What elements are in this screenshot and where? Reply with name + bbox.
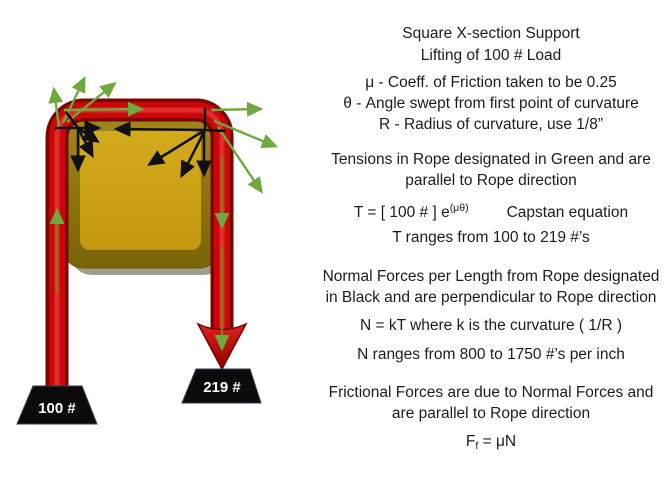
weight-left-label: 100 # [38, 400, 76, 417]
tension-note-line-2: parallel to Rope direction [405, 172, 577, 189]
definition-mu: μ - Coeff. of Friction taken to be 0.25 [365, 74, 617, 91]
tension-fan-top-right [210, 101, 279, 194]
tension-arrow-icon [213, 119, 279, 148]
tension-arrow-icon [66, 81, 117, 123]
normal-arrow-icon [147, 128, 206, 166]
annotation-column: Square X-section Support Lifting of 100 … [316, 0, 666, 500]
title-line-2: Lifting of 100 # Load [420, 47, 562, 64]
normal-note-line-1: Normal Forces per Length from Rope desig… [322, 268, 660, 285]
weight-left: 100 # [16, 385, 98, 425]
normal-arrow-icon [77, 126, 100, 143]
tension-arrows-along-rope [49, 101, 230, 352]
capstan-equation-exponent: (μθ) [449, 202, 469, 214]
capstan-equation-label: Capstan equation [506, 204, 629, 221]
tension-arrow-top-rope-icon [63, 101, 145, 117]
normal-equation: N = kT where k is the curvature ( 1/R ) [359, 317, 622, 334]
normal-arrow-icon [180, 129, 207, 179]
tension-note-line-1: Tensions in Rope designated in Green and… [331, 151, 651, 168]
friction-equation-rest: = μN [478, 433, 517, 450]
normal-arrow-icon [76, 127, 94, 159]
definition-theta: θ - Angle swept from first point of curv… [343, 95, 639, 112]
friction-note-line-1: Frictional Forces are due to Normal Forc… [328, 384, 654, 401]
capstan-equation: T = [ 100 # ] e(μθ) Capstan equation [316, 199, 666, 222]
normal-forces-top-right [113, 108, 227, 179]
friction-equation-subscript: f [475, 440, 479, 452]
friction-equation-base: F [465, 433, 476, 450]
weight-right: 219 # [181, 368, 262, 404]
definition-radius: R - Radius of curvature, use 1/8” [379, 116, 603, 133]
normal-arrow-icon [113, 121, 206, 137]
tension-range: T ranges from 100 to 219 #’s [392, 229, 590, 246]
normal-range: N ranges from 800 to 1750 #’s per inch [357, 346, 625, 363]
title-line-1: Square X-section Support [402, 25, 580, 42]
normal-hub-line [65, 111, 79, 129]
tension-arrow-icon [48, 86, 64, 128]
friction-equation: Ff = μN [316, 432, 666, 456]
capstan-diagram: 100 # 219 # [0, 0, 320, 500]
tension-fan-top-left [48, 75, 117, 128]
friction-note-line-2: are parallel to Rope direction [391, 405, 591, 422]
capstan-equation-base: T = [ 100 # ] e [353, 204, 450, 221]
weight-right-label: 219 # [203, 379, 241, 396]
tension-arrow-icon [217, 126, 263, 194]
normal-note-line-2: in Black and are perpendicular to Rope d… [325, 289, 657, 306]
capstan-diagram-svg: 100 # 219 # [16, 75, 279, 425]
tension-arrow-icon [61, 75, 86, 124]
normal-hub-line [204, 128, 227, 133]
support-block-inner [80, 131, 201, 250]
normal-forces-top-left [55, 111, 102, 173]
tension-arrow-icon [210, 101, 264, 117]
